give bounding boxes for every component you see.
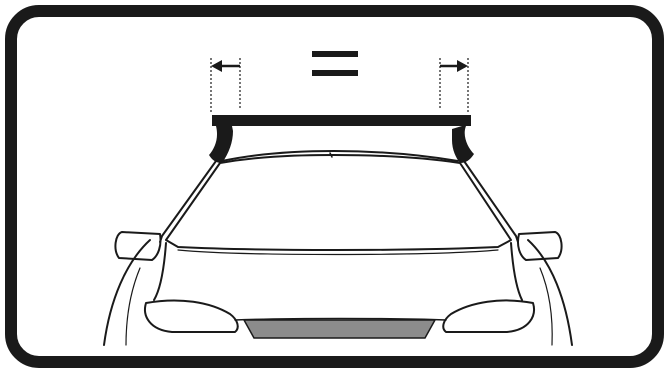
arrow-right-icon: [439, 58, 469, 112]
car-windshield: [165, 154, 512, 251]
diagram-frame: [5, 5, 664, 368]
headlight-right: [442, 299, 535, 333]
car-roof: [221, 150, 459, 162]
mirror-right: [516, 231, 563, 261]
car-hood: [153, 242, 523, 301]
arrow-left-icon: [210, 58, 241, 112]
mirror-left: [114, 231, 162, 261]
roof-rack: [209, 115, 474, 163]
car-grille: [242, 319, 437, 339]
headlight-left: [144, 299, 239, 333]
equals-icon: [312, 51, 358, 76]
